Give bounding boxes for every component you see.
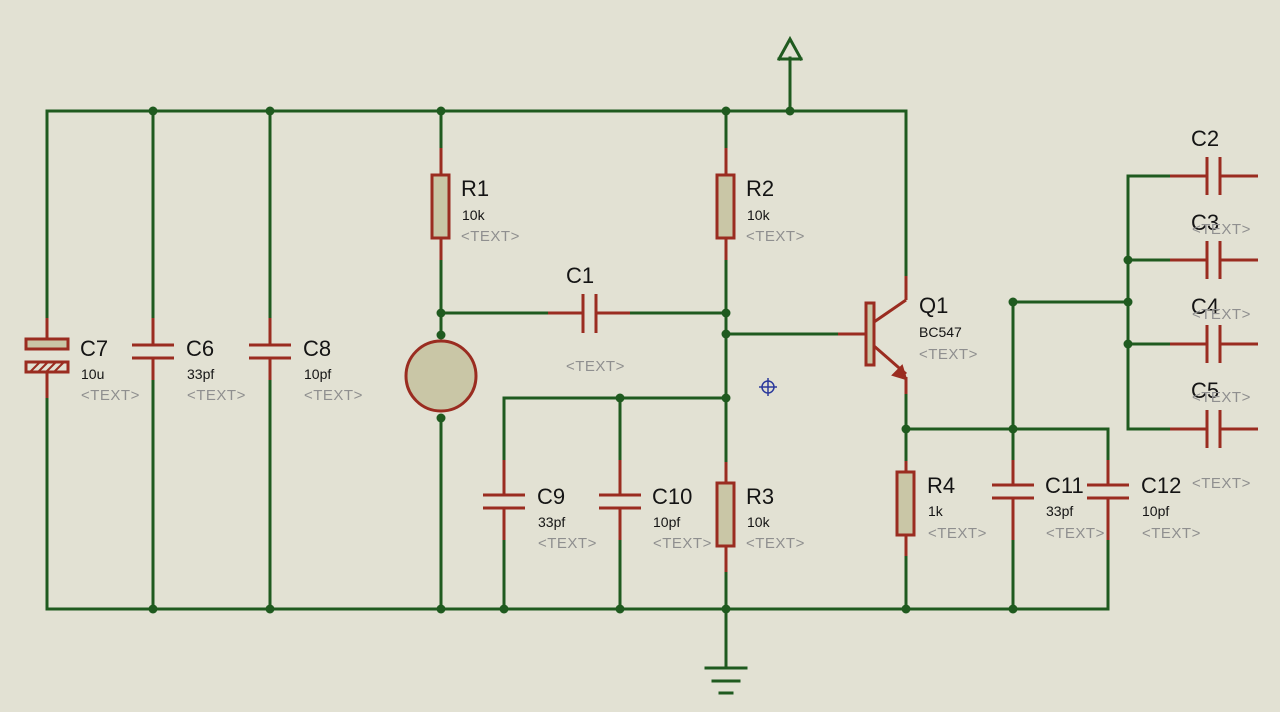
c5-text-placeholder: <TEXT> xyxy=(1192,389,1251,406)
r4-ref: R4 xyxy=(927,473,955,498)
c6-text-placeholder: <TEXT> xyxy=(187,387,246,404)
c7-ref: C7 xyxy=(80,336,108,361)
c8-ref: C8 xyxy=(303,336,331,361)
c8-value: 10pf xyxy=(304,366,331,382)
c7-text-placeholder: <TEXT> xyxy=(81,387,140,404)
r3-value: 10k xyxy=(747,514,771,530)
c1-ref: C1 xyxy=(566,263,594,288)
resistor-r1[interactable]: R1 10k <TEXT> xyxy=(430,148,520,260)
capacitor-c3[interactable]: C3 <TEXT> xyxy=(1170,210,1258,279)
r1-value: 10k xyxy=(462,207,486,223)
c9-ref: C9 xyxy=(537,484,565,509)
q1-value: BC547 xyxy=(919,324,962,340)
c10-value: 10pf xyxy=(653,514,680,530)
capacitor-c8[interactable]: C8 10pf <TEXT> xyxy=(249,318,363,404)
transistor-q1[interactable]: Q1 BC547 <TEXT> xyxy=(838,276,978,394)
capacitor-c9[interactable]: C9 33pf <TEXT> xyxy=(483,460,597,552)
c4-ref: C4 xyxy=(1191,294,1219,319)
c9-value: 33pf xyxy=(538,514,565,530)
c7-value: 10u xyxy=(81,366,104,382)
c6-ref: C6 xyxy=(186,336,214,361)
capacitor-c1[interactable]: C1 <TEXT> xyxy=(548,263,630,375)
c1-text-placeholder: <TEXT> xyxy=(566,358,625,375)
capacitor-c12[interactable]: C12 10pf <TEXT> xyxy=(1087,460,1201,542)
microphone[interactable] xyxy=(404,339,478,413)
c6-value: 33pf xyxy=(187,366,214,382)
r4-value: 1k xyxy=(928,503,944,519)
c5-ref: C5 xyxy=(1191,378,1219,403)
crosshair-cursor-icon xyxy=(759,378,777,396)
ground-symbol[interactable] xyxy=(704,666,748,695)
r1-text-placeholder: <TEXT> xyxy=(461,228,520,245)
capacitor-c11[interactable]: C11 33pf <TEXT> xyxy=(992,460,1105,542)
r3-ref: R3 xyxy=(746,484,774,509)
junctions xyxy=(148,106,1133,614)
c11-ref: C11 xyxy=(1045,473,1084,498)
capacitor-c5[interactable]: C5 <TEXT> xyxy=(1170,378,1258,448)
resistor-r4[interactable]: R4 1k <TEXT> xyxy=(895,461,987,556)
c10-text-placeholder: <TEXT> xyxy=(653,535,712,552)
c11-text-placeholder: <TEXT> xyxy=(1046,525,1105,542)
c10-ref: C10 xyxy=(652,484,692,509)
c12-value: 10pf xyxy=(1142,503,1169,519)
r2-value: 10k xyxy=(747,207,771,223)
c9-text-placeholder: <TEXT> xyxy=(538,535,597,552)
resistor-r3[interactable]: R3 10k <TEXT> xyxy=(715,462,805,572)
capacitor-c7[interactable]: C7 10u <TEXT> xyxy=(24,318,140,404)
capacitor-c10[interactable]: C10 10pf <TEXT> xyxy=(599,460,712,552)
r4-text-placeholder: <TEXT> xyxy=(928,525,987,542)
resistor-r2[interactable]: R2 10k <TEXT> xyxy=(715,148,805,260)
r1-ref: R1 xyxy=(461,176,489,201)
c12-text-placeholder: <TEXT> xyxy=(1142,525,1201,542)
q1-ref: Q1 xyxy=(919,293,948,318)
r3-text-placeholder: <TEXT> xyxy=(746,535,805,552)
q1-text-placeholder: <TEXT> xyxy=(919,346,978,363)
c2-ref: C2 xyxy=(1191,126,1219,151)
c11-value: 33pf xyxy=(1046,503,1073,519)
r2-text-placeholder: <TEXT> xyxy=(746,228,805,245)
c12-ref: C12 xyxy=(1141,473,1181,498)
capacitor-c4[interactable]: C4 <TEXT> xyxy=(1170,294,1258,363)
capacitor-c6[interactable]: C6 33pf <TEXT> xyxy=(132,318,246,404)
supply-terminal[interactable] xyxy=(776,35,804,62)
c3-ref: C3 xyxy=(1191,210,1219,235)
c5b-text-placeholder: <TEXT> xyxy=(1192,475,1251,492)
capacitor-c2[interactable]: C2 xyxy=(1170,126,1258,195)
r2-ref: R2 xyxy=(746,176,774,201)
c3-text-placeholder: <TEXT> xyxy=(1192,221,1251,238)
c8-text-placeholder: <TEXT> xyxy=(304,387,363,404)
c4-text-placeholder: <TEXT> xyxy=(1192,306,1251,323)
